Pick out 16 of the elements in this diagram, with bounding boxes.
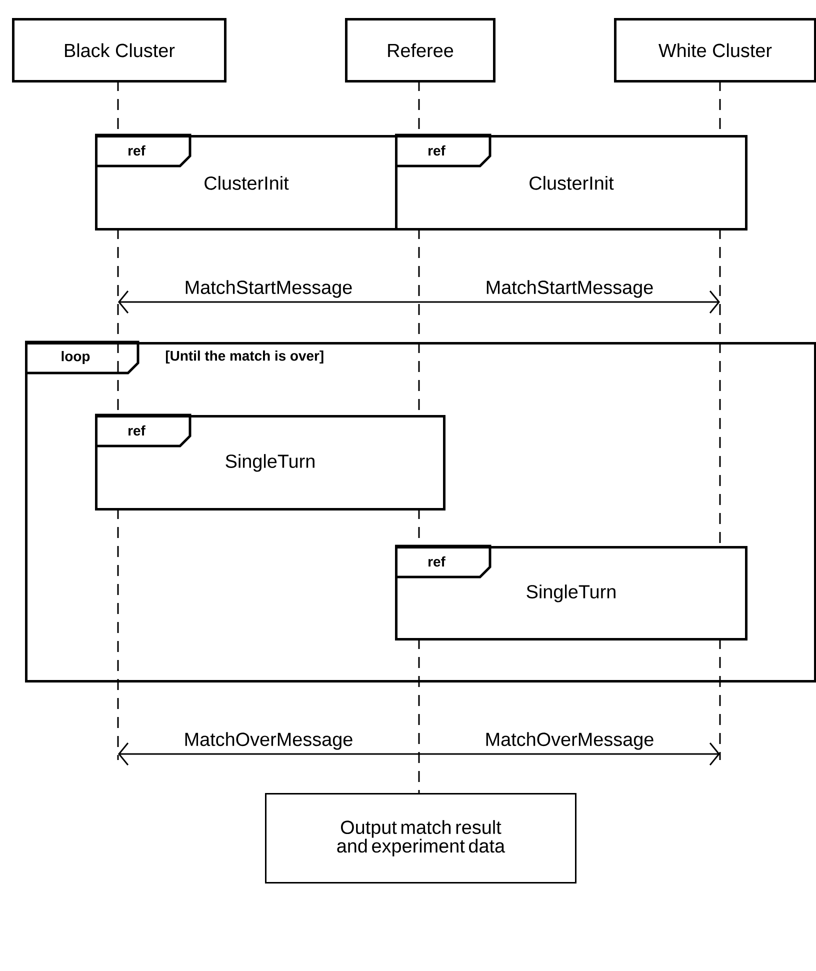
ref-frame: ClusterInit ref bbox=[95, 134, 398, 230]
edge-label: MatchStartMessage bbox=[484, 279, 655, 299]
edge-label: MatchOverMessage bbox=[182, 731, 354, 751]
ref-frame: SingleTurn ref bbox=[395, 544, 748, 640]
message-arrow bbox=[118, 742, 419, 766]
message-arrow bbox=[419, 742, 720, 766]
ref-frame: SingleTurn ref bbox=[95, 414, 446, 510]
action-box: Output match result and experiment data bbox=[265, 793, 576, 884]
message-arrow bbox=[118, 290, 419, 314]
lifeline-head-box: White Cluster bbox=[614, 18, 816, 82]
ref-frame: ClusterInit ref bbox=[395, 134, 748, 230]
lifeline-head-box: Referee bbox=[345, 18, 496, 82]
lifeline-head-box: Black Cluster bbox=[12, 18, 226, 82]
message-arrow bbox=[419, 290, 720, 314]
edge-label: MatchStartMessage bbox=[183, 279, 354, 299]
edge-label: MatchOverMessage bbox=[484, 731, 656, 751]
